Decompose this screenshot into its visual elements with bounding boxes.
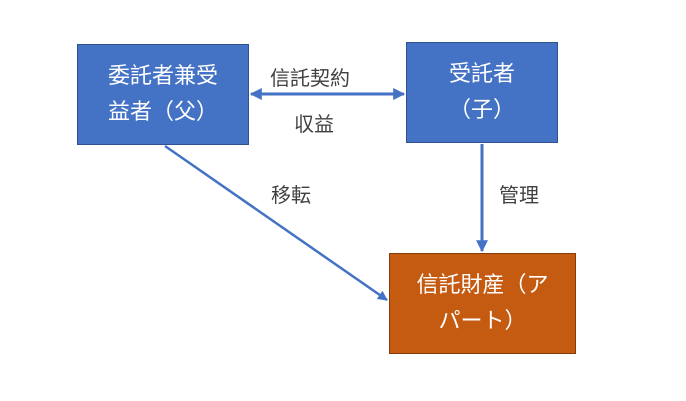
- contract-edge-label: 信託契約: [270, 66, 350, 90]
- benefit-edge-label: 収益: [294, 112, 334, 136]
- settlor-label-line1: 委託者兼受: [107, 63, 218, 89]
- property-label-line1: 信託財産（ア: [416, 272, 549, 298]
- settlor-beneficiary-node: 委託者兼受 益者（父）: [77, 44, 249, 145]
- trustee-label-line1: 受託者: [448, 61, 515, 87]
- trustee-label-line2: （子）: [448, 97, 515, 123]
- settlor-label-line2: 益者（父）: [107, 99, 218, 125]
- trust-property-node: 信託財産（ア パート）: [389, 253, 576, 354]
- manage-edge-label: 管理: [499, 183, 539, 207]
- transfer-arrow: [164, 144, 388, 302]
- property-label-line2: パート）: [438, 308, 527, 334]
- trustee-node: 受託者 （子）: [406, 42, 558, 143]
- transfer-edge-label: 移転: [271, 183, 311, 207]
